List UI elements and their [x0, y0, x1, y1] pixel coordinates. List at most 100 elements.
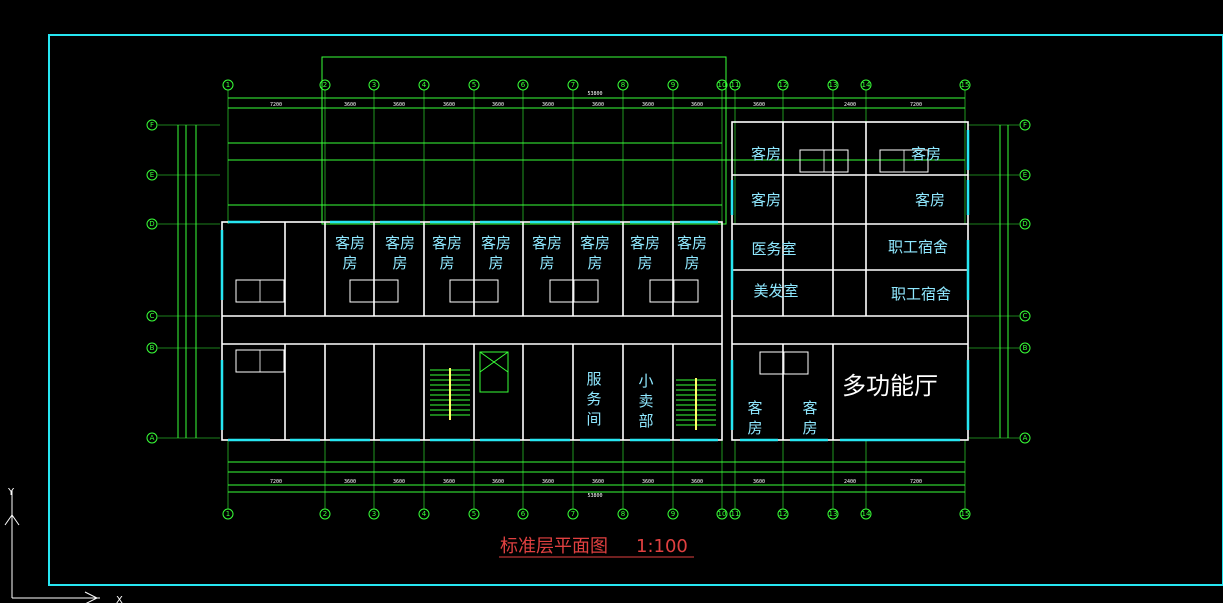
- axis-label: 10: [718, 510, 727, 518]
- axis-label: 5: [472, 510, 476, 518]
- axis-bubble: [777, 79, 789, 91]
- axis-label: 3: [372, 81, 376, 89]
- axis-bubble: [146, 119, 158, 131]
- left-block-room-labels-second-char: 房房房房房房房房: [342, 254, 699, 272]
- service-room-char-1: 服: [586, 370, 601, 388]
- drawing-title: 标准层平面图: [500, 536, 608, 557]
- room-label-guest-4b: 客房: [677, 234, 707, 252]
- dimension-label: 3600: [753, 102, 765, 108]
- axis-label: C: [150, 312, 155, 320]
- room-label-staff-dorm-2: 职工宿舍: [891, 285, 951, 303]
- axis-label: 9: [671, 81, 675, 89]
- axis-label: 7: [571, 81, 575, 89]
- axis-label: 11: [731, 81, 740, 89]
- left-block-room-labels: 客房 客房 客房 客房 客房 客房 客房 客房: [335, 234, 707, 252]
- dimension-label: 3600: [542, 479, 554, 485]
- axis-label: 12: [779, 510, 788, 518]
- overall-dimension-bottom: 53800: [587, 493, 602, 499]
- axis-bubble: [319, 508, 331, 520]
- dimension-label: 3600: [443, 102, 455, 108]
- axis-bubble: [567, 79, 579, 91]
- axis-label: 13: [829, 510, 838, 518]
- axis-bubble: [1019, 119, 1031, 131]
- axis-label: D: [1022, 220, 1027, 228]
- axis-bubble: [959, 508, 971, 520]
- dimension-label: 3600: [642, 102, 654, 108]
- axis-bubble: [729, 79, 741, 91]
- axis-label: 8: [621, 510, 625, 518]
- room-label-guest-r2: 客房: [751, 191, 781, 209]
- axis-label: 2: [323, 510, 327, 518]
- axis-bubble: [959, 79, 971, 91]
- dimension-label: 3600: [642, 479, 654, 485]
- drawing-scale: 1:100: [636, 536, 688, 557]
- axis-bubble: [716, 79, 728, 91]
- shop-char-1: 小: [638, 372, 653, 390]
- dimension-label: 3600: [592, 102, 604, 108]
- room-label-guest-r1: 客房: [751, 145, 781, 163]
- axis-label: 2: [323, 81, 327, 89]
- axis-label: B: [1023, 344, 1028, 352]
- room-label-second-char: 房: [488, 254, 503, 272]
- dimension-label: 3600: [492, 102, 504, 108]
- axis-label: 15: [961, 81, 970, 89]
- walls: [221, 121, 969, 441]
- dimension-label: 3600: [344, 102, 356, 108]
- dimension-label: 3600: [393, 102, 405, 108]
- axis-bubble: [418, 79, 430, 91]
- axis-bubble: [146, 342, 158, 354]
- axis-label: F: [150, 121, 154, 129]
- dimension-label: 7200: [270, 479, 282, 485]
- axis-label: 10: [718, 81, 727, 89]
- right-block-room-labels: 客房 客房 客房 客房 医务室 美发室 职工宿舍 职工宿舍 多功能厅: [751, 145, 951, 400]
- axis-label: 1: [226, 81, 230, 89]
- axis-bubble: [667, 79, 679, 91]
- room-label-clinic: 医务室: [751, 240, 796, 258]
- axis-label: 11: [731, 510, 740, 518]
- room-label-guest-2b: 客房: [481, 234, 511, 252]
- axis-bubble: [1019, 218, 1031, 230]
- dimension-label: 3600: [753, 479, 765, 485]
- axis-bubble: [1019, 432, 1031, 444]
- dimension-label: 3600: [443, 479, 455, 485]
- axis-bubble: [418, 508, 430, 520]
- axis-bubble: [517, 508, 529, 520]
- room-label-guest-lower: 房: [747, 419, 762, 437]
- room-label-guest-2: 客房: [432, 234, 462, 252]
- axis-bubble: [617, 79, 629, 91]
- service-room-char-2: 务: [586, 390, 601, 408]
- dimension-label: 2400: [844, 479, 856, 485]
- axis-bubble: [1019, 169, 1031, 181]
- room-label-second-char: 房: [342, 254, 357, 272]
- axis-bubble: [716, 508, 728, 520]
- axis-label: B: [150, 344, 155, 352]
- axis-bubble: [729, 508, 741, 520]
- room-label-guest-4: 客房: [630, 234, 660, 252]
- center-room-labels: 服 务 间 小 卖 部: [586, 370, 653, 430]
- room-label-guest-1b: 客房: [385, 234, 415, 252]
- axis-bubble: [368, 79, 380, 91]
- axis-bubble: [1019, 310, 1031, 322]
- axis-label: 3: [372, 510, 376, 518]
- shop-char-2: 卖: [638, 392, 653, 410]
- room-label-guest-lower: 客: [802, 399, 817, 417]
- room-label-guest-lower: 客: [747, 399, 762, 417]
- axis-bubble: [146, 218, 158, 230]
- axis-label: 8: [621, 81, 625, 89]
- axis-bubble: [667, 508, 679, 520]
- room-label-salon: 美发室: [753, 282, 798, 300]
- axis-label: E: [150, 171, 154, 179]
- axis-bubble: [368, 508, 380, 520]
- dimension-label: 3600: [492, 479, 504, 485]
- axis-label: 14: [862, 510, 871, 518]
- shop-char-3: 部: [638, 412, 653, 430]
- axis-bubble: [860, 79, 872, 91]
- room-label-second-char: 房: [587, 254, 602, 272]
- axis-label: 14: [862, 81, 871, 89]
- axis-label: D: [149, 220, 154, 228]
- axis-label: F: [1023, 121, 1027, 129]
- dimension-label: 3600: [691, 102, 703, 108]
- room-label-multipurpose-hall: 多功能厅: [842, 372, 938, 400]
